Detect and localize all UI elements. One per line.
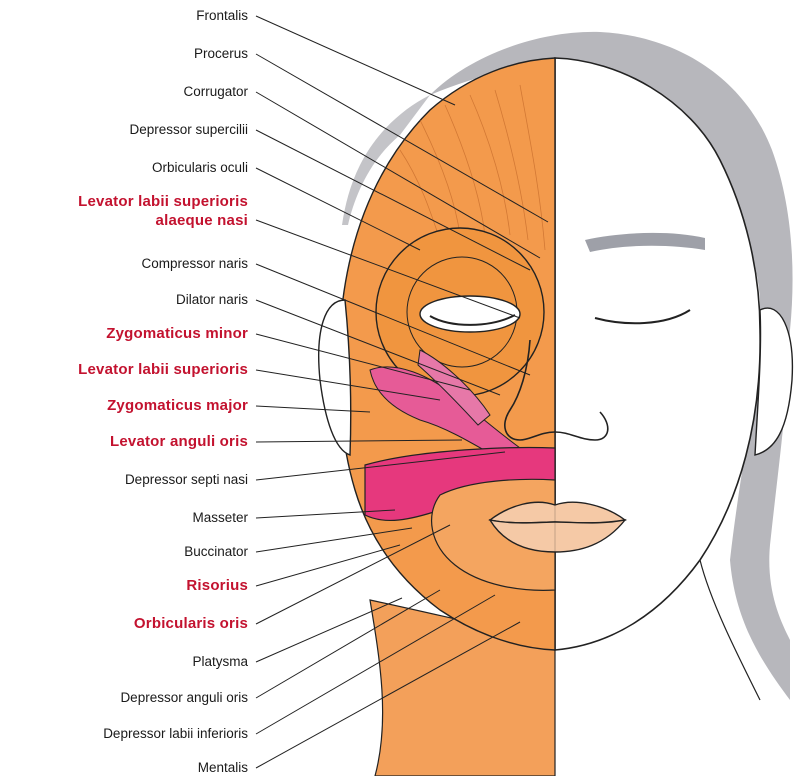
label-buccinator: Buccinator (184, 544, 248, 560)
label-orbicularis-oculi: Orbicularis oculi (152, 160, 248, 176)
label-levator-labii-superioris-alaeque-nasi-line-2: alaeque nasi (78, 211, 248, 230)
label-risorius-line-1: Risorius (186, 578, 248, 594)
label-depressor-septi-nasi: Depressor septi nasi (125, 472, 248, 488)
label-frontalis: Frontalis (196, 8, 248, 24)
label-orbicularis-oris: Orbicularis oris (134, 616, 248, 632)
label-mentalis: Mentalis (198, 760, 248, 776)
label-depressor-anguli-oris: Depressor anguli oris (120, 690, 248, 706)
leader-line-risorius (256, 545, 400, 586)
label-risorius: Risorius (186, 578, 248, 594)
label-depressor-septi-nasi-line-1: Depressor septi nasi (125, 472, 248, 488)
label-depressor-supercilii-line-1: Depressor supercilii (129, 122, 248, 138)
label-orbicularis-oculi-line-1: Orbicularis oculi (152, 160, 248, 176)
label-procerus-line-1: Procerus (194, 46, 248, 62)
label-platysma: Platysma (192, 654, 248, 670)
left-ear (319, 300, 351, 455)
right-ear (755, 308, 792, 455)
label-levator-anguli-oris: Levator anguli oris (110, 434, 248, 450)
label-dilator-naris-line-1: Dilator naris (176, 292, 248, 308)
label-depressor-labii-inferioris: Depressor labii inferioris (103, 726, 248, 742)
label-orbicularis-oris-line-1: Orbicularis oris (134, 616, 248, 632)
left-eye (420, 296, 520, 332)
label-mentalis-line-1: Mentalis (198, 760, 248, 776)
label-corrugator-line-1: Corrugator (183, 84, 248, 100)
label-depressor-labii-inferioris-line-1: Depressor labii inferioris (103, 726, 248, 742)
label-masseter-line-1: Masseter (192, 510, 248, 526)
label-zygomaticus-major-line-1: Zygomaticus major (107, 398, 248, 414)
label-zygomaticus-minor-line-1: Zygomaticus minor (106, 326, 248, 342)
label-depressor-anguli-oris-line-1: Depressor anguli oris (120, 690, 248, 706)
label-buccinator-line-1: Buccinator (184, 544, 248, 560)
label-depressor-supercilii: Depressor supercilii (129, 122, 248, 138)
label-procerus: Procerus (194, 46, 248, 62)
label-zygomaticus-minor: Zygomaticus minor (106, 326, 248, 342)
label-zygomaticus-major: Zygomaticus major (107, 398, 248, 414)
label-dilator-naris: Dilator naris (176, 292, 248, 308)
label-platysma-line-1: Platysma (192, 654, 248, 670)
label-levator-labii-superioris: Levator labii superioris (78, 362, 248, 378)
label-levator-anguli-oris-line-1: Levator anguli oris (110, 434, 248, 450)
label-corrugator: Corrugator (183, 84, 248, 100)
label-compressor-naris-line-1: Compressor naris (141, 256, 248, 272)
label-compressor-naris: Compressor naris (141, 256, 248, 272)
label-levator-labii-superioris-line-1: Levator labii superioris (78, 362, 248, 378)
label-masseter: Masseter (192, 510, 248, 526)
leader-line-frontalis (256, 16, 455, 105)
label-levator-labii-superioris-alaeque-nasi-line-1: Levator labii superioris (78, 192, 248, 211)
label-frontalis-line-1: Frontalis (196, 8, 248, 24)
